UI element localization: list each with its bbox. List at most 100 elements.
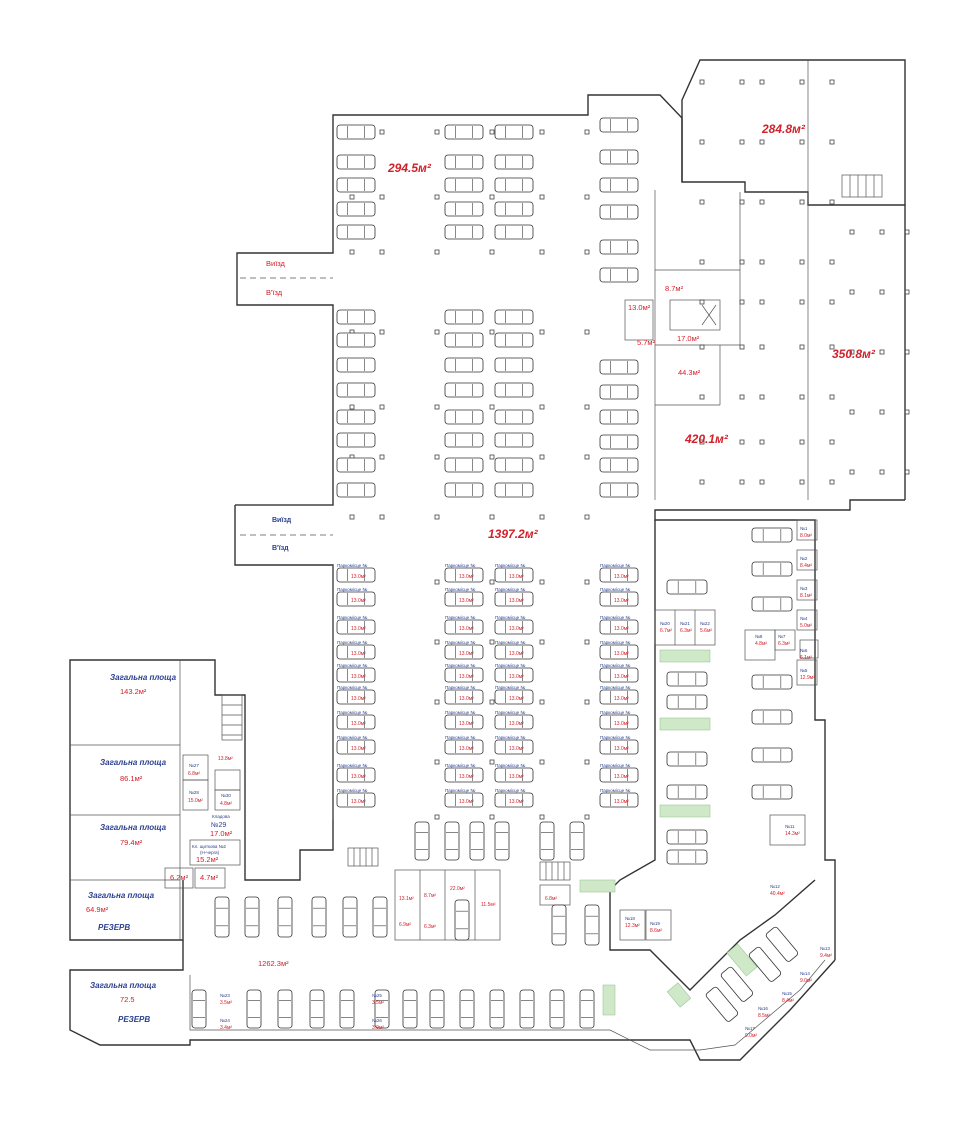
parked-car: [599, 689, 639, 705]
parked-car-diagonal: [765, 926, 799, 962]
wall-north-block: [235, 94, 906, 506]
spot-number-label: Паркомісце №: [337, 663, 367, 668]
bottom-office-note: РЕЗЕРВ: [118, 1015, 150, 1024]
spot-area-label: 13.0м²: [614, 774, 629, 780]
parked-car: [579, 989, 595, 1029]
spot-area-label: 13.0м²: [459, 799, 474, 805]
parked-car: [459, 989, 475, 1029]
storage-area: 6.7м²: [660, 628, 672, 634]
parked-car: [599, 117, 639, 133]
storage-number: №6: [800, 648, 808, 653]
parked-car: [374, 989, 390, 1029]
east-storage-labels: №18.0м²№28.4м²№38.1м²№45.0м²№512.9м²№66.…: [755, 526, 815, 681]
parked-car: [336, 382, 376, 398]
parked-car: [336, 667, 376, 683]
south-mid-labels: 13.1м² 8.7м² 22.0м² 11.5м² 6.9м² 6.3м² 6…: [399, 886, 557, 930]
svg-text:8.7м²: 8.7м²: [424, 893, 436, 899]
parked-car: [494, 689, 534, 705]
spot-number-label: Паркомісце №: [600, 735, 630, 740]
storage-number: №19: [650, 921, 660, 926]
parked-car: [402, 989, 418, 1029]
storage-area: 12.3м²: [625, 923, 640, 929]
parked-car: [494, 567, 534, 583]
storage-number: №12: [770, 884, 780, 889]
area-294-5: 294.5м²: [387, 161, 432, 175]
parked-car: [309, 989, 325, 1029]
spot-number-label: Паркомісце №: [445, 735, 475, 740]
parked-car: [494, 767, 534, 783]
office-3-area: 79.4м²: [120, 838, 143, 847]
parked-car: [599, 457, 639, 473]
svg-text:6.8м²: 6.8м²: [545, 896, 557, 902]
storage-number: №20: [660, 621, 670, 626]
svg-text:17.0м²: 17.0м²: [210, 829, 233, 838]
storage-number: №4: [800, 616, 808, 621]
spot-area-label: 13.0м²: [459, 774, 474, 780]
mid-entry-label: В'їзд: [272, 545, 289, 552]
storage-number: №17: [745, 1026, 755, 1031]
parked-car: [339, 989, 355, 1029]
parked-car: [444, 201, 484, 217]
storage-number: №5: [800, 668, 808, 673]
svg-text:11.5м²: 11.5м²: [481, 902, 496, 908]
parked-car-diagonal: [720, 966, 754, 1002]
storage-number: №21: [680, 621, 690, 626]
column-grid: [349, 79, 910, 820]
storage-number: №23: [220, 993, 230, 998]
parked-car: [444, 821, 460, 861]
parked-car: [599, 434, 639, 450]
parked-car: [336, 177, 376, 193]
spot-number-label: Паркомісце №: [600, 563, 630, 568]
storage-area: 14.3м²: [785, 831, 800, 837]
office-4-note: РЕЗЕРВ: [98, 923, 130, 932]
spot-area-label: 13.0м²: [614, 696, 629, 702]
entrance-labels: Виїзд В'їзд Виїзд В'їзд: [266, 259, 292, 552]
parked-car: [751, 674, 793, 690]
spot-area-label: 13.0м²: [459, 626, 474, 632]
svg-text:Кл. щиткова №2: Кл. щиткова №2: [192, 844, 226, 849]
storage-area: 3.5м²: [220, 1000, 232, 1006]
spot-area-label: 13.0м²: [459, 674, 474, 680]
spot-number-label: Паркомісце №: [337, 710, 367, 715]
spot-number-label: Паркомісце №: [337, 563, 367, 568]
office-4-area: 64.9м²: [86, 905, 109, 914]
svg-text:№28: №28: [189, 790, 199, 795]
svg-text:13.8м²: 13.8м²: [218, 756, 233, 762]
parked-car: [494, 409, 534, 425]
parked-car: [336, 792, 376, 808]
spot-area-label: 13.0м²: [614, 799, 629, 805]
top-exit-label: Виїзд: [266, 259, 286, 268]
parked-car: [444, 432, 484, 448]
spot-number-label: Паркомісце №: [600, 663, 630, 668]
spot-number-label: Паркомісце №: [337, 788, 367, 793]
parked-car: [336, 644, 376, 660]
bottom-office-area: 72.5: [120, 995, 135, 1004]
area-8-7: 8.7м²: [665, 284, 684, 293]
spot-area-label: 13.0м²: [351, 598, 366, 604]
spot-number-label: Паркомісце №: [445, 663, 475, 668]
parked-car: [444, 619, 484, 635]
spot-number-label: Паркомісце №: [445, 788, 475, 793]
parked-car: [444, 382, 484, 398]
parked-car: [599, 267, 639, 283]
parked-car: [454, 899, 470, 941]
spot-area-label: 13.0м²: [614, 598, 629, 604]
parked-car: [494, 357, 534, 373]
parked-car: [444, 482, 484, 498]
svg-text:Кладова: Кладова: [212, 814, 230, 819]
parked-car: [494, 482, 534, 498]
parked-car: [336, 619, 376, 635]
spot-number-label: Паркомісце №: [445, 685, 475, 690]
spot-area-label: 13.0м²: [509, 799, 524, 805]
spot-number-label: Паркомісце №: [445, 563, 475, 568]
parked-car: [372, 896, 388, 938]
parked-car: [599, 409, 639, 425]
parked-car: [494, 821, 510, 861]
spot-number-label: Паркомісце №: [495, 788, 525, 793]
east-storage-labels-2: №1114.3м²№1240.4м²№139.4м²№149.0м²№158.4…: [625, 621, 832, 1039]
storage-area: 8.4м²: [782, 998, 794, 1004]
parked-car: [494, 432, 534, 448]
stairs-south: [347, 847, 571, 881]
spot-number-label: Паркомісце №: [495, 615, 525, 620]
parked-car: [599, 239, 639, 255]
